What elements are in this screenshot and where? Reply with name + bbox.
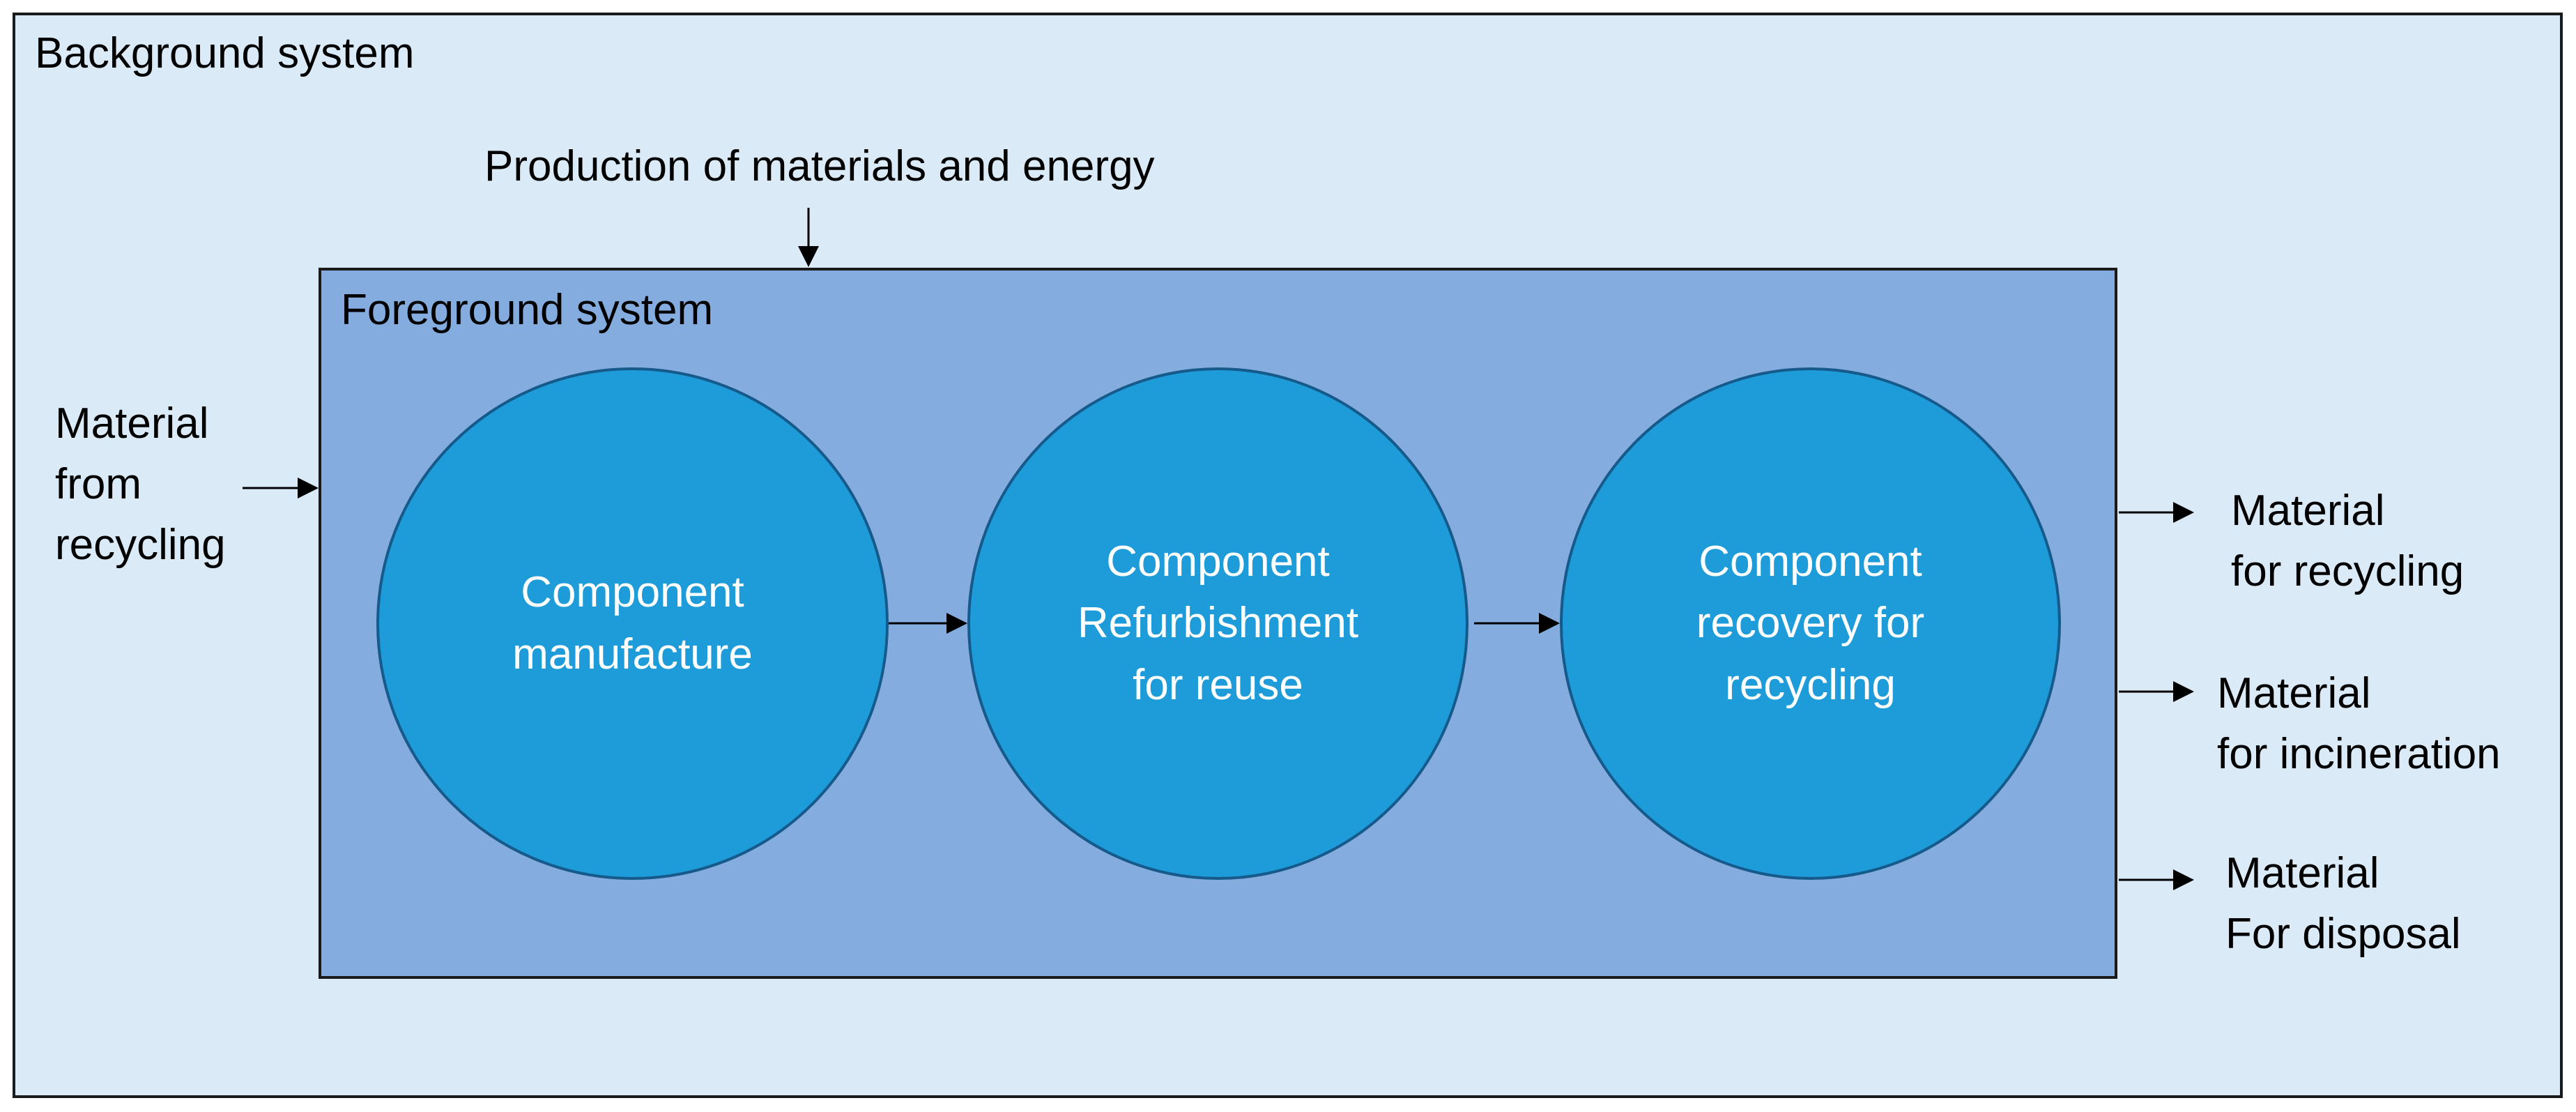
output-recycling-label: Material for recycling (2231, 487, 2464, 595)
foreground-system-label: Foreground system (341, 286, 714, 334)
background-system-label: Background system (35, 29, 415, 77)
output-disposal-label: Material For disposal (2225, 849, 2461, 958)
process-component-refurbishment: Component Refurbishment for reuse (967, 367, 1469, 880)
process-label: Component manufacture (512, 568, 753, 678)
process-component-manufacture: Component manufacture (376, 367, 889, 880)
production-input-label: Production of materials and energy (484, 142, 1155, 190)
process-label: Component recovery for recycling (1696, 537, 1925, 709)
output-incineration-label: Material for incineration (2217, 669, 2501, 778)
recycled-input-label: Material from recycling (55, 394, 226, 575)
recycled-input-text: Material from recycling (55, 399, 226, 569)
process-label: Component Refurbishment for reuse (1077, 537, 1359, 709)
process-component-recovery: Component recovery for recycling (1560, 367, 2061, 880)
